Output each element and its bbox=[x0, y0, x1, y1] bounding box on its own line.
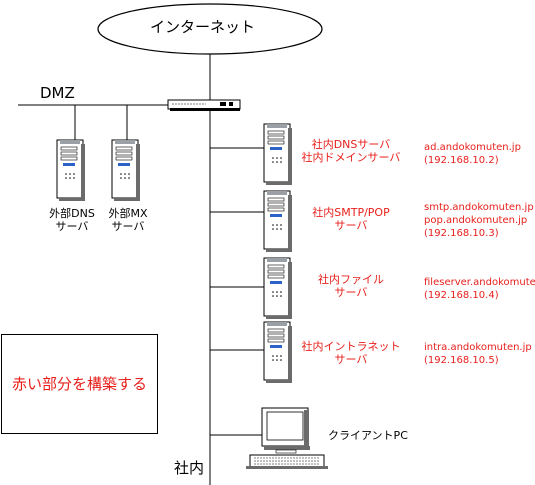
internal-file-host: fileserver.andokomuten.jp (192.168.10.4) bbox=[424, 277, 535, 301]
external-mx-server-icon bbox=[111, 139, 141, 202]
internal-smtp-pop-name: 社内SMTP/POP サーバ bbox=[312, 206, 390, 233]
client-pc-icon bbox=[246, 407, 328, 469]
external-mx-label: 外部MX サーバ bbox=[108, 207, 148, 234]
internal-file-name: 社内ファイル サーバ bbox=[318, 273, 384, 300]
internal-file-server-icon bbox=[263, 257, 293, 320]
external-dns-label: 外部DNS サーバ bbox=[49, 207, 95, 234]
internal-smtp-pop-host: smtp.andokomuten.jp pop.andokomuten.jp (… bbox=[424, 202, 534, 239]
internal-dns-server-icon bbox=[263, 123, 293, 186]
external-dns-server-icon bbox=[56, 139, 86, 202]
internal-smtp-pop-server-icon bbox=[263, 190, 293, 253]
internet-label: インターネット bbox=[150, 18, 256, 36]
note-box: 赤い部分を構築する bbox=[1, 334, 158, 434]
dmz-label: DMZ bbox=[40, 84, 75, 102]
internal-intranet-name: 社内イントラネット サーバ bbox=[301, 340, 401, 367]
internal-dns-name: 社内DNSサーバ 社内ドメインサーバ bbox=[301, 138, 401, 165]
lan-label: 社内 bbox=[174, 459, 205, 477]
router-icon bbox=[167, 99, 241, 111]
internal-intranet-host: intra.andokomuten.jp (192.168.10.5) bbox=[424, 342, 532, 366]
internal-intranet-server-icon bbox=[263, 321, 293, 384]
internal-dns-host: ad.andokomuten.jp (192.168.10.2) bbox=[424, 142, 521, 166]
note-text: 赤い部分を構築する bbox=[11, 375, 147, 393]
client-pc-label: クライアントPC bbox=[328, 429, 408, 442]
